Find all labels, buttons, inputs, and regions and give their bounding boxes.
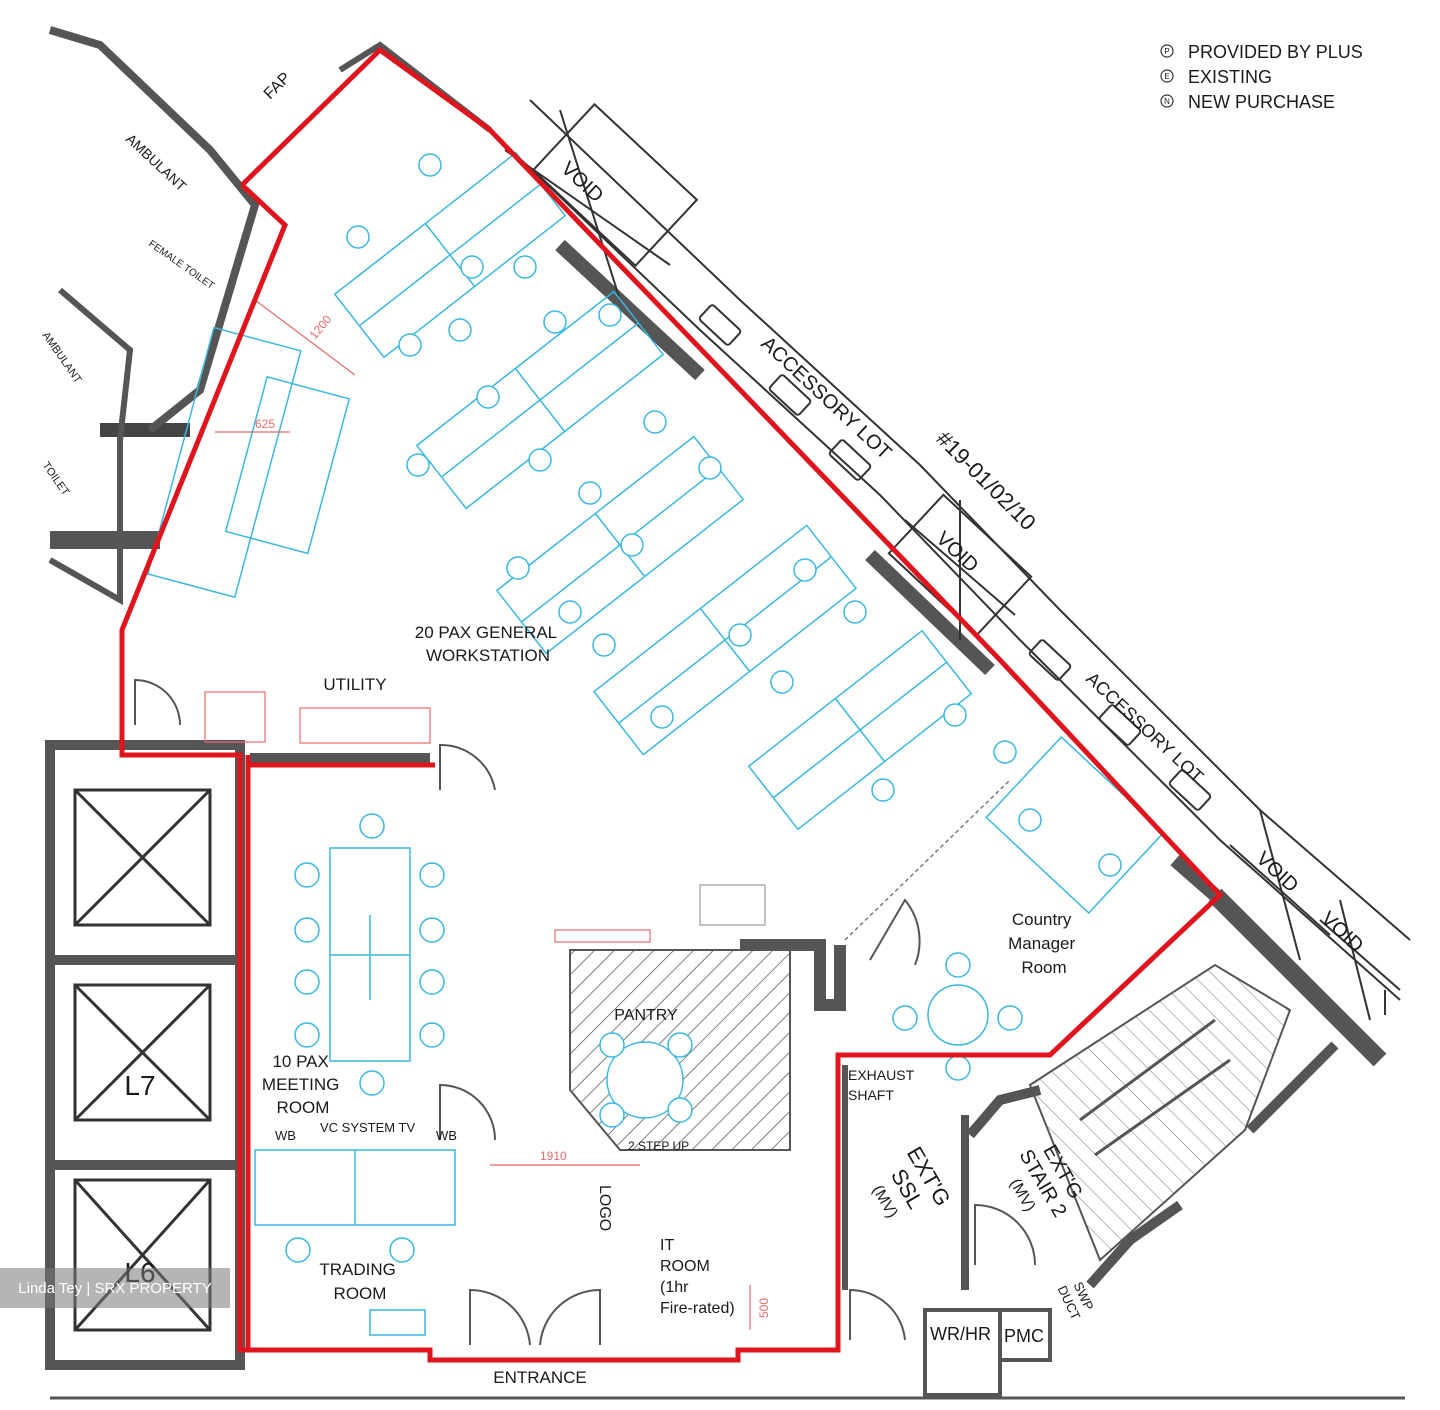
legend-item-new: N NEW PURCHASE [1160, 92, 1335, 112]
it-room-label-line-3: (1hr [660, 1279, 689, 1296]
wb-label: WB [275, 1128, 296, 1143]
country-manager-label-line-1: Country [1012, 910, 1072, 929]
meeting-room-label: 10 PAX MEETING ROOM [262, 1052, 344, 1117]
doors [134, 678, 1036, 1346]
utility-label: UTILITY [323, 675, 386, 694]
legend-symbol: P [1164, 47, 1169, 56]
dimension-500: 500 [757, 1298, 771, 1318]
workstation-label: 20 PAX GENERAL WORKSTATION [415, 623, 561, 665]
legend-symbol: N [1164, 97, 1170, 106]
legend: P PROVIDED BY PLUS E EXISTING N NEW PURC… [1160, 42, 1363, 112]
stair-2 [1028, 963, 1292, 1262]
it-room-label-line-4: Fire-rated) [660, 1300, 735, 1317]
exhaust-shaft-label-line-2: SHAFT [848, 1087, 894, 1103]
trading-desks [254, 1149, 456, 1336]
dimension-lines [215, 299, 751, 1330]
logo-label: LOGO [596, 1185, 613, 1231]
unit-boundary [119, 46, 1224, 1363]
ambulant-label: AMBULANT [123, 130, 190, 194]
workstation-label-line-1: 20 PAX GENERAL [415, 623, 557, 642]
legend-text: PROVIDED BY PLUS [1188, 42, 1363, 62]
legend-item-existing: E EXISTING [1160, 67, 1272, 87]
wr-hr-label: WR/HR [930, 1324, 991, 1344]
exhaust-shaft-label-line-1: EXHAUST [848, 1067, 915, 1083]
exhaust-shaft-label: EXHAUST SHAFT [848, 1067, 918, 1103]
meeting-room-label-line-3: ROOM [277, 1098, 330, 1117]
legend-text: NEW PURCHASE [1188, 92, 1335, 112]
dimension-1910: 1910 [540, 1149, 567, 1163]
legend-text: EXISTING [1188, 67, 1272, 87]
female-toilet-label: FEMALE TOILET [146, 238, 216, 291]
meeting-room-label-line-1: 10 PAX [272, 1052, 328, 1071]
fap-label: FAP [261, 69, 294, 102]
legend-item-provided: P PROVIDED BY PLUS [1160, 42, 1363, 62]
it-room-label-line-1: IT [660, 1237, 674, 1254]
void-label: VOID [932, 528, 983, 577]
entrance-label: ENTRANCE [493, 1368, 587, 1387]
country-manager-furniture [844, 735, 1165, 1046]
ambulant-label: AMBULANT [40, 330, 84, 386]
trading-room-label: TRADING ROOM [319, 1260, 400, 1303]
lift-l7-label: L7 [124, 1070, 155, 1101]
lift-shafts [73, 788, 212, 1332]
step-up-label: 2 STEP UP [628, 1139, 689, 1153]
it-room-label: IT ROOM (1hr Fire-rated) [660, 1237, 735, 1317]
trading-room-label-line-2: ROOM [334, 1284, 387, 1303]
country-manager-label: Country Manager Room [1008, 910, 1080, 977]
watermark: Linda Tey | SRX PROPERTY [0, 1268, 230, 1308]
void-strip [489, 99, 1411, 1021]
dimension-625: 625 [255, 417, 275, 431]
pmc-label: PMC [1004, 1326, 1044, 1346]
country-manager-label-line-2: Manager [1008, 934, 1075, 953]
ssl-label: EXT'G SSL (MV) [869, 1142, 956, 1221]
country-manager-label-line-3: Room [1021, 958, 1066, 977]
dimension-1200: 1200 [307, 312, 335, 342]
workstation-label-line-2: WORKSTATION [426, 646, 550, 665]
trading-room-label-line-1: TRADING [319, 1260, 396, 1279]
unit-number-label: #19-01/02/10 [931, 426, 1040, 535]
pantry-label: PANTRY [614, 1007, 678, 1024]
vc-tv-label: VC SYSTEM TV [320, 1120, 415, 1135]
meeting-table [329, 847, 411, 1062]
it-room-label-line-2: ROOM [660, 1258, 710, 1275]
legend-symbol: E [1164, 72, 1169, 81]
utility-cabinets [204, 691, 766, 943]
wb-label: WB [436, 1128, 457, 1143]
workstation-desks [146, 151, 973, 831]
meeting-room-label-line-2: MEETING [262, 1075, 339, 1094]
building-walls [45, 26, 1405, 1400]
chairs [285, 153, 1122, 1263]
toilet-label: TOILET [40, 460, 72, 498]
